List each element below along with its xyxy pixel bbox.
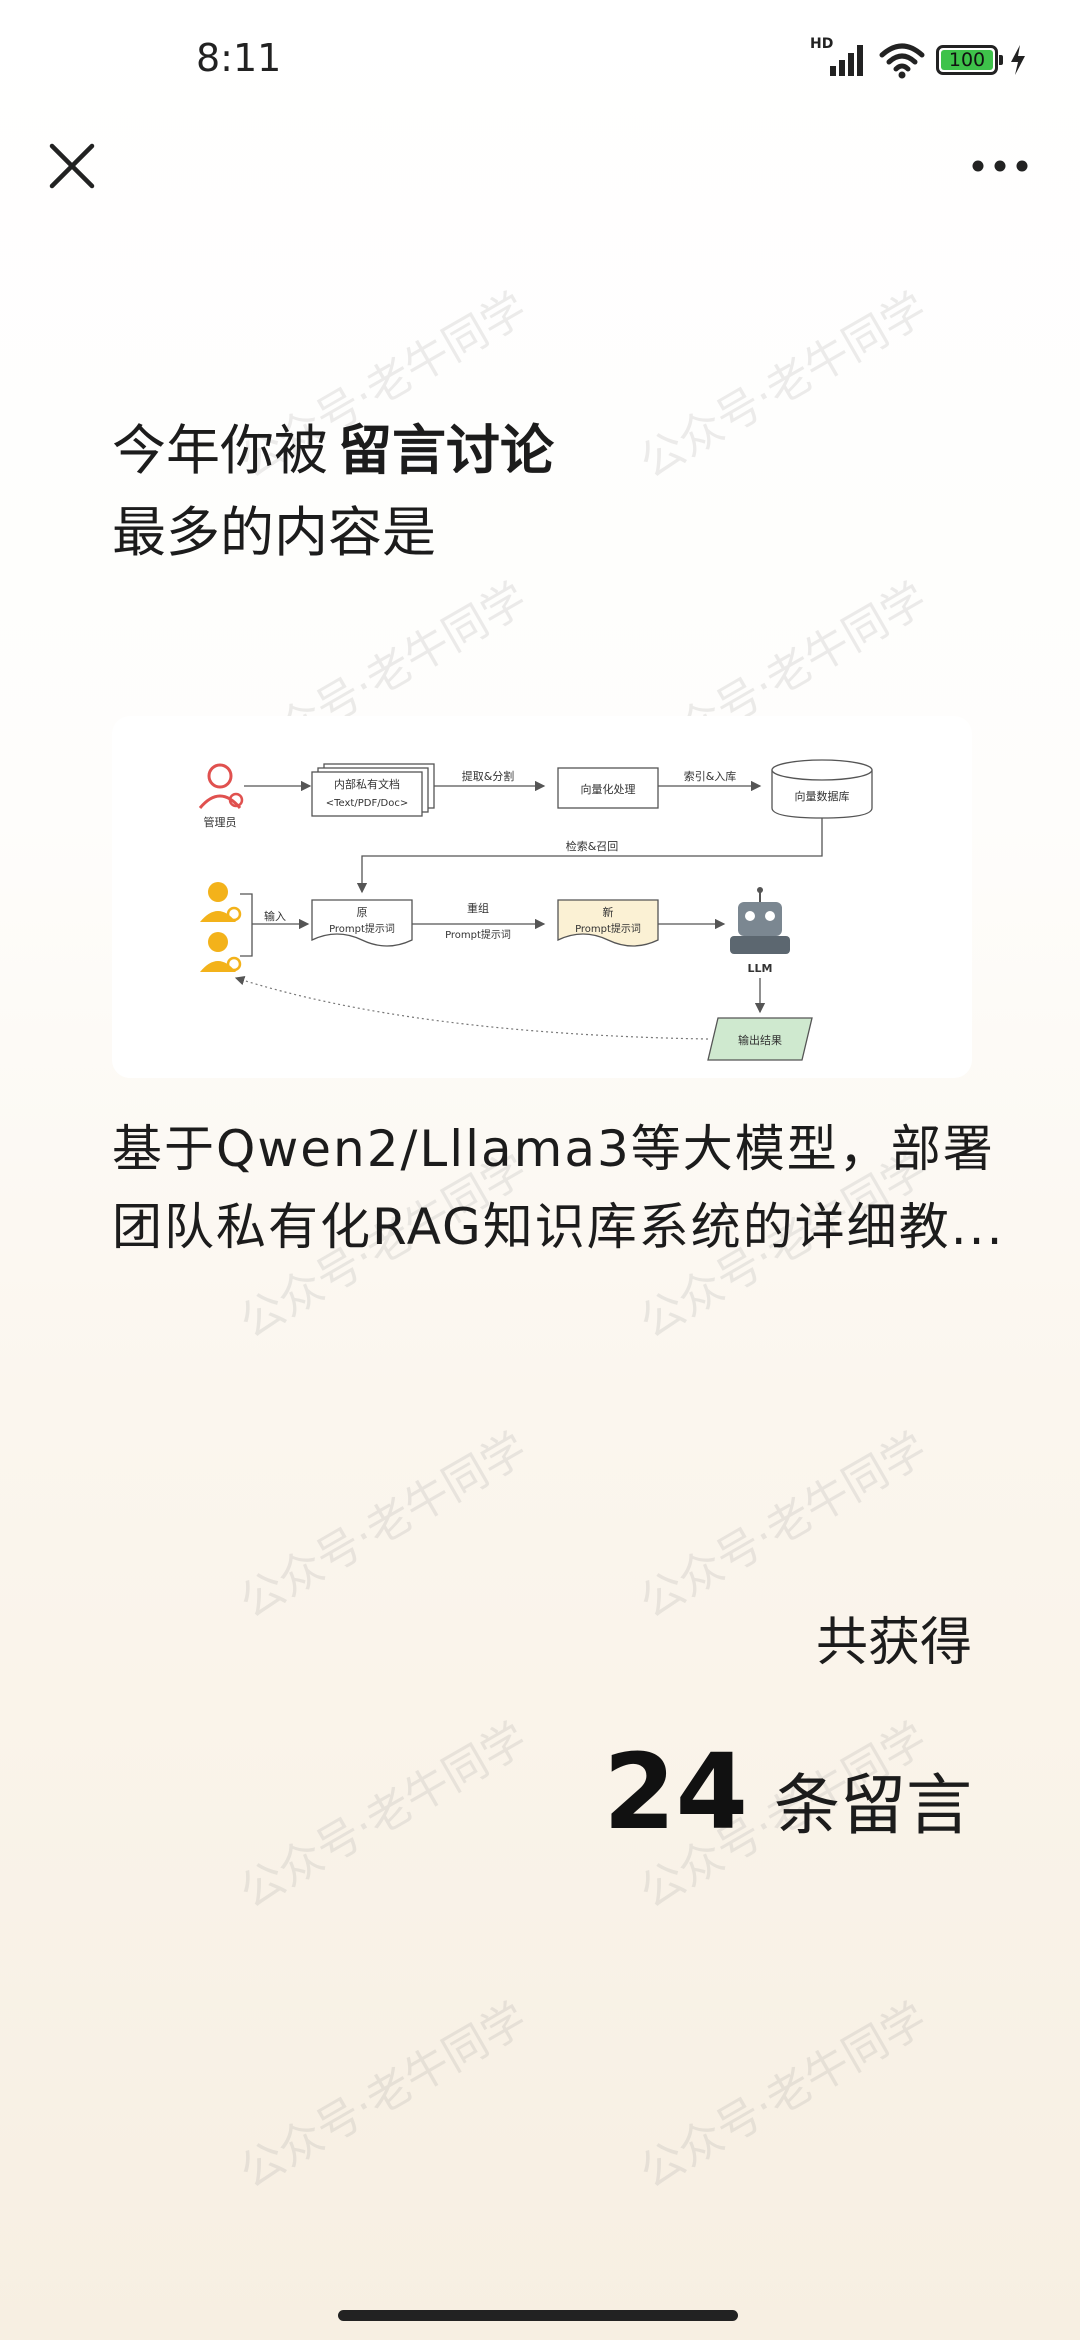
diagram-prompt-new: Prompt提示词 xyxy=(575,923,641,935)
watermark: 公众号·老牛同学 xyxy=(231,1993,536,2199)
diagram-index-store: 索引&入库 xyxy=(684,769,737,783)
diagram-retrieve-recall: 检索&召回 xyxy=(566,839,619,853)
status-icons: HD 100 xyxy=(810,36,1028,80)
diagram-new: 新 xyxy=(603,905,614,919)
stats-label: 共获得 xyxy=(815,1613,972,1673)
admin-icon xyxy=(198,763,244,809)
article-title[interactable]: 基于Qwen2/Lllama3等大模型，部署 团队私有化RAG知识库系统的详细教… xyxy=(112,1110,1005,1266)
comment-count: 24 xyxy=(603,1731,748,1853)
diagram-vectorize: 向量化处理 xyxy=(581,782,636,796)
diagram-prompt-mid: Prompt提示词 xyxy=(445,929,511,941)
battery-level: 100 xyxy=(948,48,986,71)
watermark: 公众号·老牛同学 xyxy=(631,1423,936,1629)
new-prompt-doc xyxy=(557,899,659,947)
diagram-prompt-original: Prompt提示词 xyxy=(329,923,395,935)
vectorize-box xyxy=(557,767,659,809)
network-label: HD xyxy=(810,36,834,52)
diagram-private-docs: 内部私有文档 xyxy=(334,777,400,791)
headline-line2: 最多的内容是 xyxy=(112,501,436,564)
headline-highlight: 留言讨论 xyxy=(338,419,554,482)
robot-icon xyxy=(730,887,790,954)
watermark: 公众号·老牛同学 xyxy=(631,1993,936,2199)
status-time: 8:11 xyxy=(196,36,282,80)
close-button[interactable] xyxy=(44,138,100,194)
diagram-vector-db: 向量数据库 xyxy=(795,789,850,803)
status-bar: 8:11 HD 100 xyxy=(0,0,1080,120)
diagram-input: 输入 xyxy=(264,909,286,923)
article-title-line1: 基于Qwen2/Lllama3等大模型，部署 xyxy=(112,1120,995,1178)
diagram-regroup: 重组 xyxy=(467,901,489,915)
diagram-output: 输出结果 xyxy=(738,1033,782,1047)
headline: 今年你被留言讨论 最多的内容是 xyxy=(112,410,972,574)
headline-prefix: 今年你被 xyxy=(112,419,328,482)
watermark: 公众号·老牛同学 xyxy=(231,1423,536,1629)
comment-unit: 条留言 xyxy=(774,1767,972,1844)
wifi-icon xyxy=(879,43,925,79)
home-indicator[interactable] xyxy=(338,2310,738,2321)
diagram-original: 原 xyxy=(357,906,368,919)
article-cover-diagram[interactable]: 管理员 内部私有文档 <Text/PDF/Doc> 提取&分割 向量化处理 索引… xyxy=(112,716,972,1078)
headline-line1: 今年你被留言讨论 xyxy=(112,410,972,492)
original-prompt-doc xyxy=(311,899,413,947)
user-icon xyxy=(200,882,242,922)
battery-icon: 100 xyxy=(936,45,1003,75)
diagram-llm: LLM xyxy=(748,962,773,975)
close-icon xyxy=(49,143,95,189)
diagram-extract-split: 提取&分割 xyxy=(462,769,515,783)
diagram-doc-formats: <Text/PDF/Doc> xyxy=(326,798,409,809)
private-docs-box xyxy=(311,763,435,817)
diagram-admin-label: 管理员 xyxy=(204,815,237,829)
signal-icon: HD xyxy=(810,36,868,80)
watermark: 公众号·老牛同学 xyxy=(231,1713,536,1919)
user-icon xyxy=(200,932,242,972)
vector-db-icon xyxy=(771,759,873,819)
output-box xyxy=(707,1017,813,1061)
more-icon xyxy=(972,160,1028,172)
charging-icon xyxy=(1011,45,1025,75)
more-button[interactable] xyxy=(968,146,1032,186)
stats-count-row: 24 条留言 xyxy=(603,1740,972,1844)
article-title-line2: 团队私有化RAG知识库系统的详细教... xyxy=(112,1198,1005,1256)
